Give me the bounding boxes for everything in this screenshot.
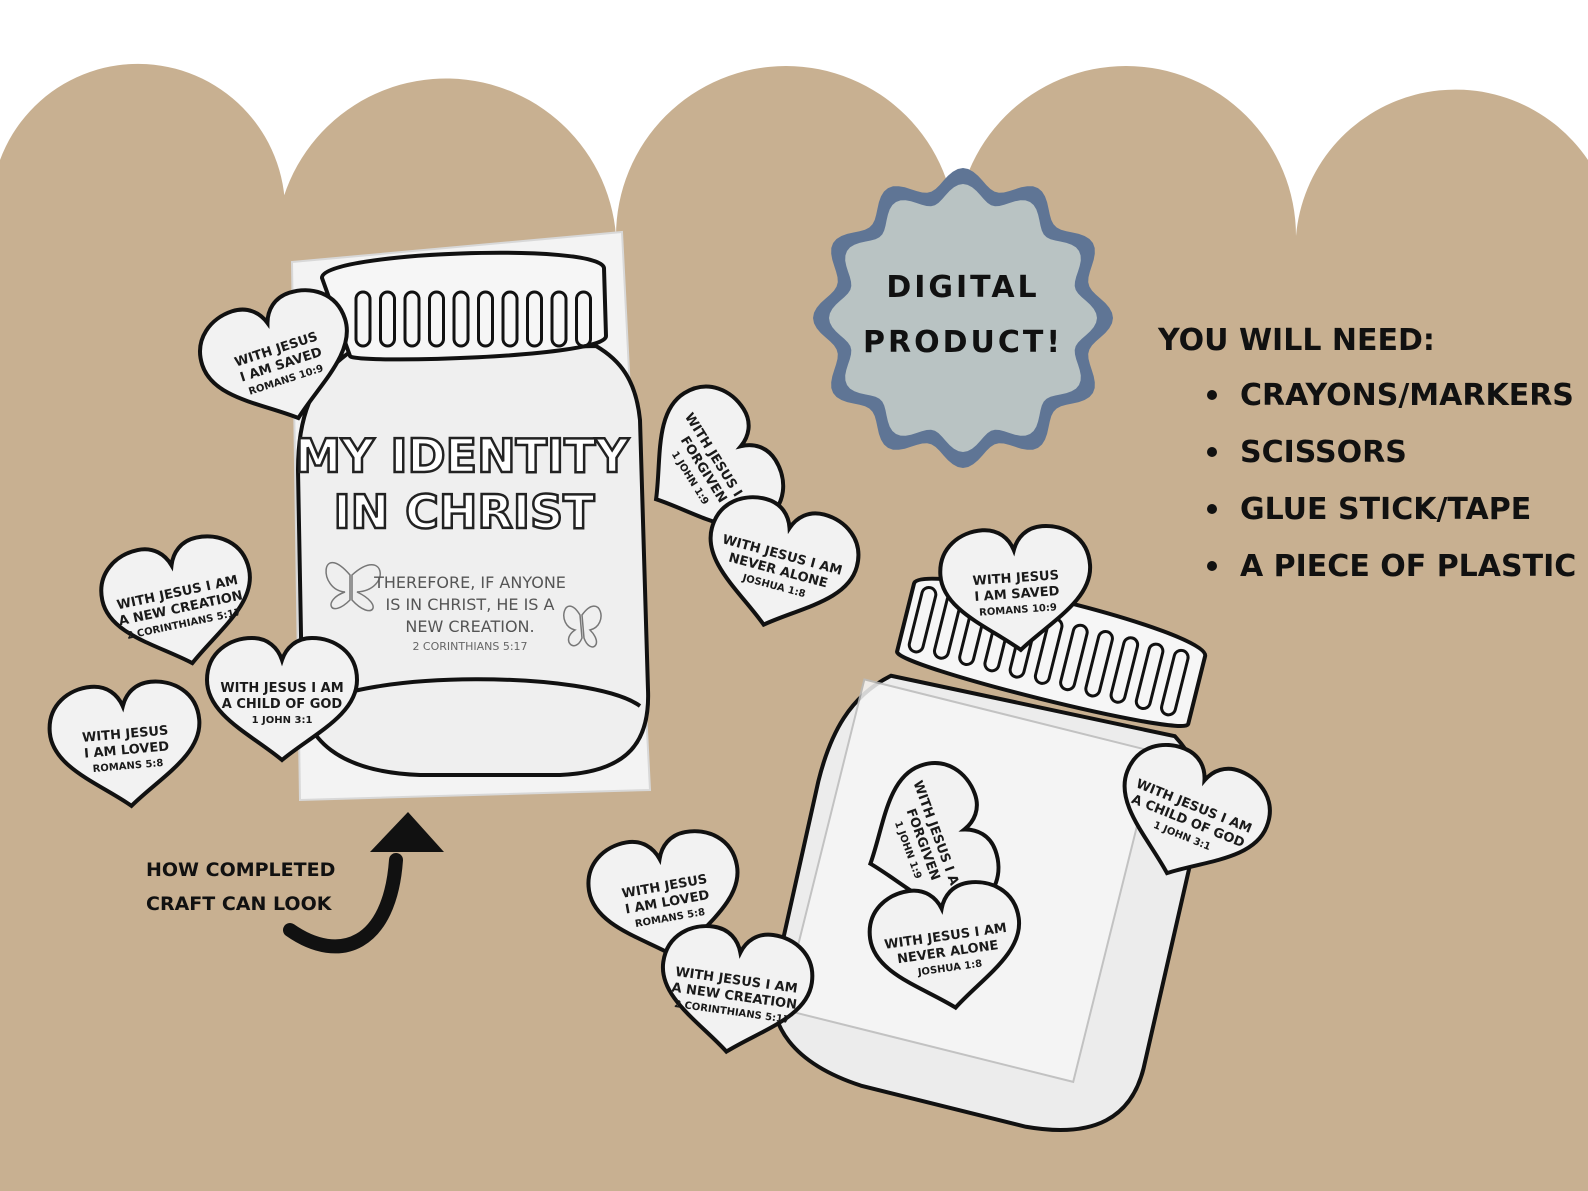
supplies-list: YOU WILL NEED: CRAYONS/MARKERS SCISSORS GL… bbox=[1157, 323, 1576, 584]
jar-1-lid-ridges bbox=[354, 290, 592, 348]
lid-ridge bbox=[575, 290, 592, 348]
jar-1: MY IDENTITY IN CHRIST THEREFORE, IF ANYO… bbox=[290, 230, 652, 802]
heart-label: WITH JESUS I AM bbox=[220, 681, 343, 696]
jar-1-title-line2: IN CHRIST bbox=[334, 485, 596, 539]
bullet-icon bbox=[1207, 561, 1217, 571]
heart-reference: ROMANS 10:9 bbox=[979, 602, 1057, 618]
supplies-title: YOU WILL NEED: bbox=[1157, 323, 1435, 358]
jar-1-title-line1: MY IDENTITY bbox=[295, 429, 629, 483]
lid-ridge bbox=[501, 290, 519, 348]
lid-ridge bbox=[907, 585, 938, 654]
heart-label: I AM LOVED bbox=[84, 739, 170, 761]
lid-ridge bbox=[1134, 642, 1165, 711]
heart-label: WITH JESUS bbox=[972, 568, 1059, 589]
lid-ridge bbox=[1059, 623, 1089, 692]
supply-item: GLUE STICK/TAPE bbox=[1240, 492, 1531, 527]
jar-1-lid bbox=[319, 250, 609, 362]
lid-ridge bbox=[428, 290, 445, 348]
jar-1-verse-ref: 2 CORINTHIANS 5:17 bbox=[412, 640, 527, 653]
jar-1-verse-line1: THEREFORE, IF ANYONE bbox=[373, 573, 566, 592]
caption-line1: HOW COMPLETED bbox=[146, 859, 335, 881]
curved-arrow-icon bbox=[283, 812, 444, 954]
lid-ridge bbox=[1084, 630, 1114, 698]
lid-ridge bbox=[379, 290, 396, 348]
heart-reference: 1 JOHN 3:1 bbox=[252, 715, 313, 726]
supply-item: CRAYONS/MARKERS bbox=[1240, 378, 1574, 413]
jar-1-verse-line3: NEW CREATION. bbox=[405, 617, 534, 636]
lid-ridge bbox=[550, 290, 568, 348]
lid-ridge bbox=[354, 290, 372, 348]
lid-ridge bbox=[477, 290, 494, 348]
bullet-icon bbox=[1207, 447, 1217, 457]
digital-product-badge: DIGITAL PRODUCT! bbox=[813, 168, 1113, 468]
heart-child-of-god: WITH JESUS I AMA CHILD OF GOD 1 JOHN 3:1 bbox=[205, 636, 359, 762]
lid-ridge bbox=[452, 290, 470, 348]
lid-ridge bbox=[526, 290, 543, 348]
lid-ridge bbox=[403, 290, 421, 348]
caption-line2: CRAFT CAN LOOK bbox=[146, 893, 333, 915]
lid-ridge bbox=[1160, 648, 1190, 717]
supply-item: SCISSORS bbox=[1240, 435, 1407, 470]
lid-ridge bbox=[1109, 636, 1140, 704]
butterfly-icon bbox=[563, 605, 602, 648]
supply-item: A PIECE OF PLASTIC bbox=[1240, 549, 1576, 584]
badge-line2: PRODUCT! bbox=[863, 325, 1063, 360]
bullet-icon bbox=[1207, 504, 1217, 514]
badge-line1: DIGITAL bbox=[886, 270, 1039, 305]
bullet-icon bbox=[1207, 390, 1217, 400]
jar-1-body bbox=[295, 343, 651, 777]
jar-1-verse-line2: IS IN CHRIST, HE IS A bbox=[385, 595, 554, 614]
heart-label: A CHILD OF GOD bbox=[222, 697, 343, 712]
butterfly-icon bbox=[325, 561, 381, 612]
heart-label: I AM SAVED bbox=[974, 584, 1060, 605]
